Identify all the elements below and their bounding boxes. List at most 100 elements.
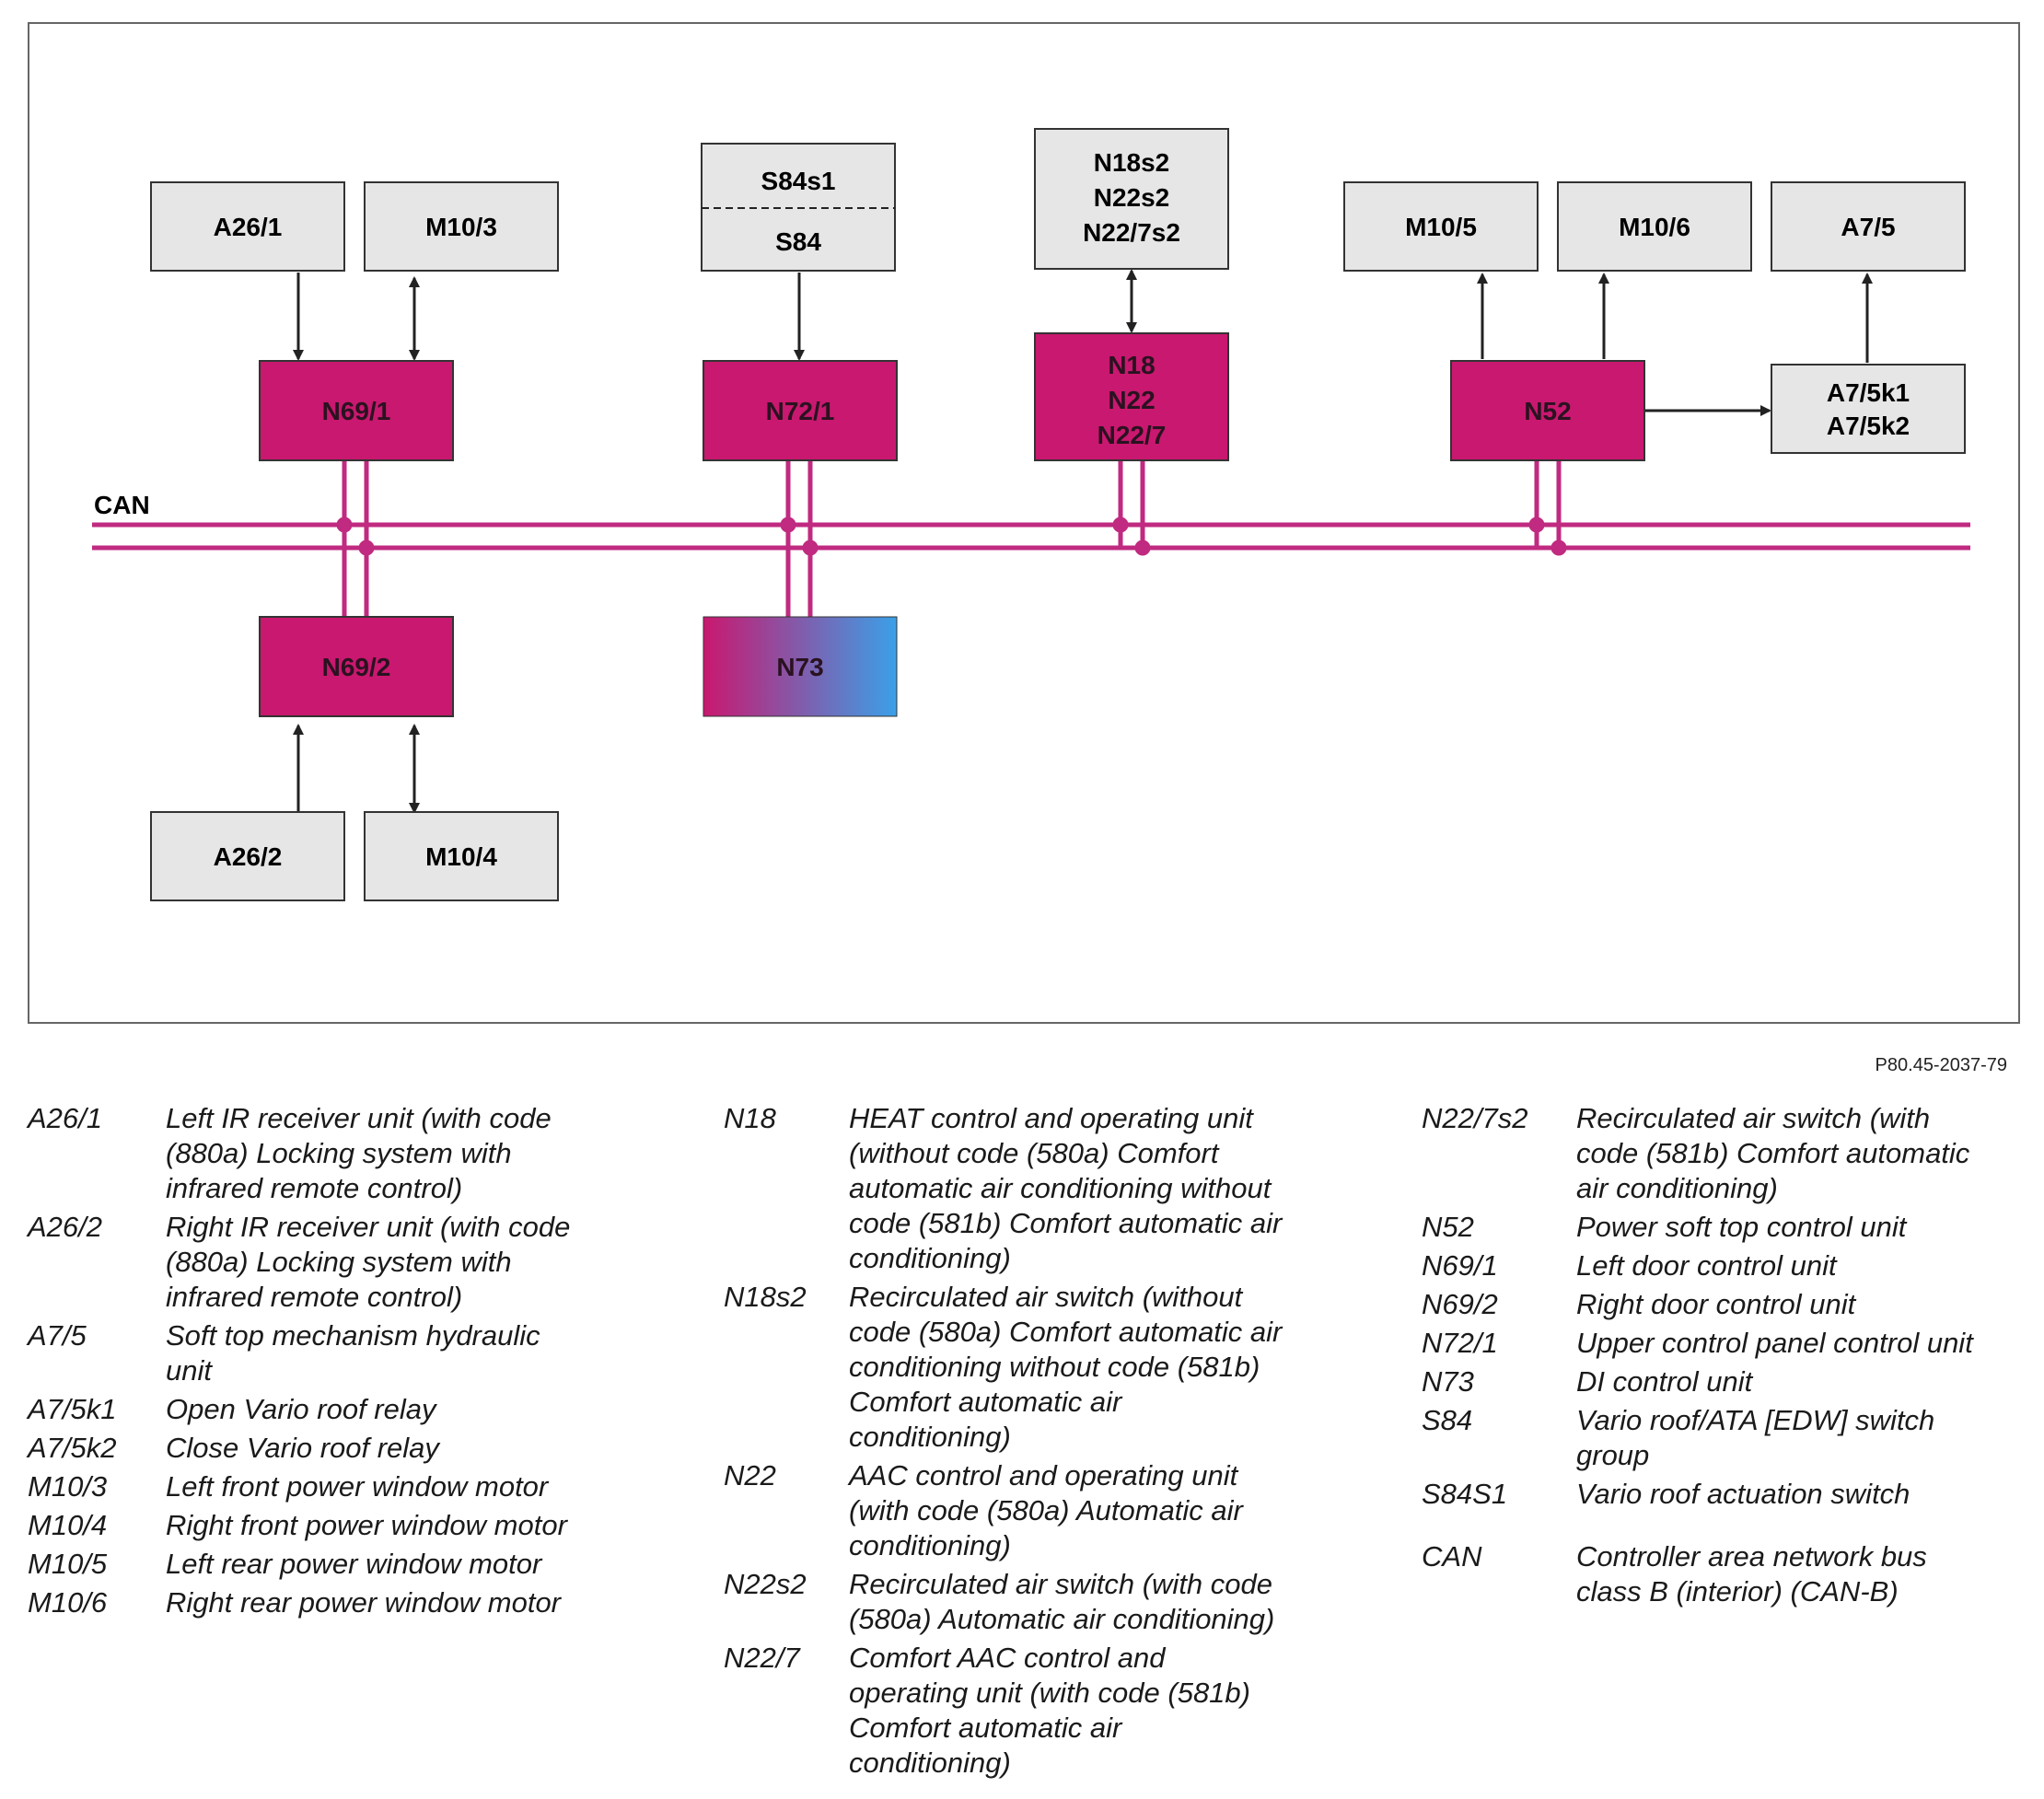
svg-text:N18s2: N18s2	[1094, 148, 1170, 177]
legend-description: Soft top mechanism hydraulic unit	[166, 1319, 540, 1387]
legend-description: Comfort AAC control and operating unit (…	[849, 1642, 1250, 1779]
legend-code: N18	[724, 1102, 776, 1134]
legend-code: A26/1	[28, 1102, 103, 1134]
legend-code: N69/2	[1422, 1288, 1498, 1320]
bus-connections	[336, 460, 1567, 617]
module-n73: N73	[703, 616, 898, 717]
svg-text:N18: N18	[1108, 351, 1155, 379]
legend-description: Right IR receiver unit (with code (880a)…	[166, 1211, 571, 1313]
legend-entry: N22 AAC control and operating unit (with …	[724, 1458, 1350, 1563]
svg-text:N22s2: N22s2	[1094, 183, 1170, 212]
component-m10-3: M10/3	[364, 181, 559, 272]
legend-code: A7/5k2	[28, 1432, 117, 1464]
legend-entry: N73 DI control unit	[1422, 1364, 2011, 1399]
legend-description: AAC control and operating unit (with cod…	[849, 1459, 1243, 1561]
svg-text:A7/5k1: A7/5k1	[1827, 378, 1910, 407]
legend-code: M10/4	[28, 1509, 108, 1541]
legend-code: N22/7s2	[1422, 1102, 1528, 1134]
legend-entry: S84S1 Vario roof actuation switch	[1422, 1477, 2011, 1512]
can-bus: CAN	[92, 491, 1970, 551]
figure-reference: P80.45-2037-79	[1875, 1055, 2007, 1075]
legend-description: HEAT control and operating unit (without…	[849, 1102, 1283, 1274]
legend-description: Right door control unit	[1576, 1288, 1856, 1320]
legend-entry: N72/1 Upper control panel control unit	[1422, 1326, 2011, 1361]
legend-code: N69/1	[1422, 1249, 1498, 1282]
legend-column-2: N18 HEAT control and operating unit (with…	[724, 1101, 1350, 1784]
legend-description: Close Vario roof relay	[166, 1432, 439, 1464]
legend-code: N22s2	[724, 1568, 807, 1600]
legend-entry: S84 Vario roof/ATA [EDW] switch group	[1422, 1403, 2011, 1473]
legend-entry: A26/1 Left IR receiver unit (with code (8…	[28, 1101, 654, 1206]
legend-description: Left front power window motor	[166, 1470, 549, 1503]
svg-text:N72/1: N72/1	[766, 397, 835, 425]
s84-label: S84	[775, 227, 821, 256]
svg-text:A7/5: A7/5	[1841, 213, 1895, 241]
legend-description: Vario roof actuation switch	[1576, 1478, 1910, 1510]
legend-entry: N22s2 Recirculated air switch (with code …	[724, 1567, 1350, 1637]
component-a7-5: A7/5	[1771, 181, 1966, 272]
legend-code: A7/5	[28, 1319, 87, 1352]
svg-text:N22/7s2: N22/7s2	[1083, 218, 1180, 247]
module-n69-1: N69/1	[259, 360, 454, 461]
legend-code: M10/3	[28, 1470, 108, 1503]
module-n72-1: N72/1	[703, 360, 898, 461]
svg-text:A26/2: A26/2	[214, 842, 283, 871]
legend-entry: M10/3 Left front power window motor	[28, 1469, 654, 1504]
module-n52: N52	[1450, 360, 1645, 461]
svg-text:N69/1: N69/1	[322, 397, 391, 425]
component-s84-group: S84s1 S84	[701, 143, 896, 272]
legend-description: Recirculated air switch (with code (580a…	[849, 1568, 1275, 1635]
component-a26-2: A26/2	[150, 811, 345, 901]
svg-text:M10/5: M10/5	[1405, 213, 1477, 241]
legend-entry: N69/2 Right door control unit	[1422, 1287, 2011, 1322]
legend-description: Right rear power window motor	[166, 1586, 562, 1619]
legend-description: Upper control panel control unit	[1576, 1327, 1973, 1359]
legend-description: Left door control unit	[1576, 1249, 1837, 1282]
legend-entry: A7/5k2 Close Vario roof relay	[28, 1431, 654, 1466]
legend-code: N18s2	[724, 1281, 807, 1313]
svg-text:N69/2: N69/2	[322, 653, 391, 681]
legend-code: N73	[1422, 1365, 1474, 1398]
svg-text:N52: N52	[1524, 397, 1571, 425]
legend-description: DI control unit	[1576, 1365, 1753, 1398]
module-n69-2: N69/2	[259, 616, 454, 717]
legend-entry: N69/1 Left door control unit	[1422, 1248, 2011, 1283]
legend-code: N72/1	[1422, 1327, 1498, 1359]
signal-arrows	[293, 269, 1873, 814]
svg-text:A26/1: A26/1	[214, 213, 283, 241]
legend-code: N22	[724, 1459, 776, 1491]
svg-text:M10/4: M10/4	[425, 842, 497, 871]
legend-entry: N22/7 Comfort AAC control and operating u…	[724, 1641, 1350, 1781]
s84s1-label: S84s1	[761, 167, 836, 195]
svg-text:N73: N73	[776, 653, 823, 681]
svg-text:N22: N22	[1108, 386, 1155, 414]
legend-code: M10/5	[28, 1548, 108, 1580]
module-n18-group: N18 N22 N22/7	[1034, 332, 1229, 461]
can-bus-label: CAN	[94, 491, 150, 519]
legend-code: S84	[1422, 1404, 1473, 1436]
legend-code: S84S1	[1422, 1478, 1508, 1510]
component-m10-5: M10/5	[1343, 181, 1539, 272]
component-a7-5k-group: A7/5k1 A7/5k2	[1771, 364, 1966, 454]
can-bus-diagram: CAN	[92, 128, 1970, 901]
component-a26-1: A26/1	[150, 181, 345, 272]
legend-description: Right front power window motor	[166, 1509, 567, 1541]
legend-description: Controller area network bus class B (int…	[1576, 1540, 1927, 1607]
diagram-frame: CAN	[28, 22, 2020, 1024]
legend-description: Vario roof/ATA [EDW] switch group	[1576, 1404, 1935, 1471]
legend-description: Open Vario roof relay	[166, 1393, 436, 1425]
svg-text:M10/3: M10/3	[425, 213, 497, 241]
legend-column-1: A26/1 Left IR receiver unit (with code (8…	[28, 1101, 654, 1624]
svg-text:A7/5k2: A7/5k2	[1827, 412, 1910, 440]
legend-code: N22/7	[724, 1642, 800, 1674]
legend-description: Left IR receiver unit (with code (880a) …	[166, 1102, 552, 1204]
svg-text:M10/6: M10/6	[1619, 213, 1690, 241]
legend-code: M10/6	[28, 1586, 108, 1619]
